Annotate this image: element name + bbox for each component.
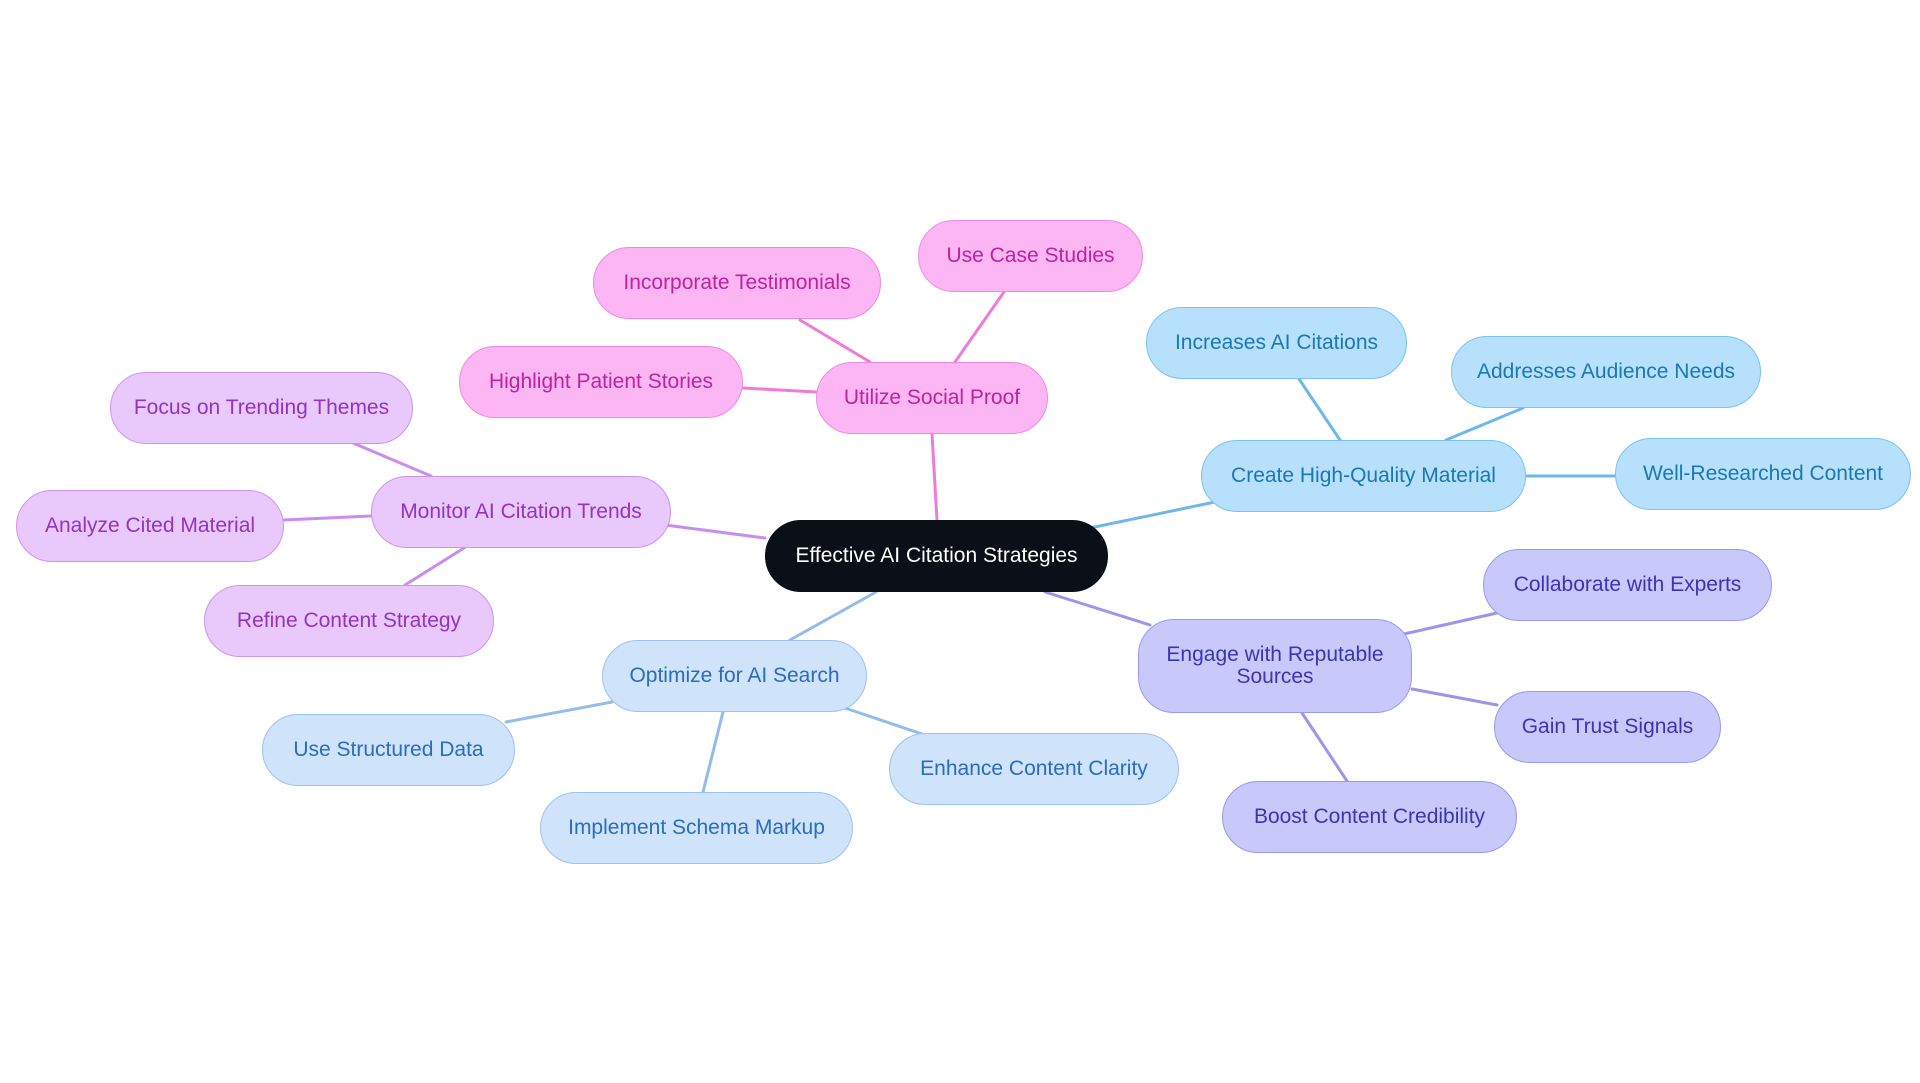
connector-social-to-social-1 <box>953 290 1006 364</box>
leaf-node-implement-schema-markup: Implement Schema Markup <box>540 792 853 864</box>
connector-quality-to-quality-1 <box>1444 406 1525 442</box>
leaf-node-incorporate-testimonials: Incorporate Testimonials <box>593 247 881 319</box>
root-node: Effective AI Citation Strategies <box>765 520 1108 592</box>
leaf-node-gain-trust-signals: Gain Trust Signals <box>1494 691 1721 763</box>
connector-trends-to-trends-2 <box>403 546 466 587</box>
connector-search-to-search-2 <box>840 705 924 736</box>
connector-social-to-social-0 <box>798 318 872 364</box>
connector-trends-to-trends-1 <box>282 514 373 522</box>
connector-search-to-search-1 <box>701 710 725 794</box>
connector-social-to-social-2 <box>741 386 818 394</box>
leaf-node-refine-content-strategy: Refine Content Strategy <box>204 585 494 657</box>
leaf-node-use-case-studies: Use Case Studies <box>918 220 1143 292</box>
leaf-node-boost-content-credibility: Boost Content Credibility <box>1222 781 1517 853</box>
connector-quality-to-quality-0 <box>1297 377 1342 442</box>
connector-root-to-sources <box>1043 590 1152 627</box>
connector-sources-to-sources-2 <box>1300 711 1349 783</box>
connector-search-to-search-0 <box>504 700 614 724</box>
connector-root-to-search <box>788 590 878 642</box>
leaf-node-use-structured-data: Use Structured Data <box>262 714 515 786</box>
connector-sources-to-sources-0 <box>1402 611 1499 636</box>
branch-node-optimize-ai-search: Optimize for AI Search <box>602 640 867 712</box>
connector-root-to-trends <box>663 523 767 540</box>
branch-node-engage-reputable-sources: Engage with Reputable Sources <box>1138 619 1412 713</box>
leaf-node-addresses-audience-needs: Addresses Audience Needs <box>1451 336 1761 408</box>
leaf-node-increases-ai-citations: Increases AI Citations <box>1146 307 1407 379</box>
leaf-node-focus-trending-themes: Focus on Trending Themes <box>110 372 413 444</box>
connector-root-to-social <box>930 432 939 522</box>
branch-node-high-quality-material: Create High-Quality Material <box>1201 440 1526 512</box>
branch-node-monitor-citation-trends: Monitor AI Citation Trends <box>371 476 671 548</box>
leaf-node-highlight-patient-stories: Highlight Patient Stories <box>459 346 743 418</box>
connector-root-to-quality <box>1088 500 1217 530</box>
leaf-node-enhance-content-clarity: Enhance Content Clarity <box>889 733 1179 805</box>
leaf-node-analyze-cited-material: Analyze Cited Material <box>16 490 284 562</box>
leaf-node-collaborate-with-experts: Collaborate with Experts <box>1483 549 1772 621</box>
connector-trends-to-trends-0 <box>351 441 433 478</box>
leaf-node-well-researched-content: Well-Researched Content <box>1615 438 1911 510</box>
branch-node-social-proof: Utilize Social Proof <box>816 362 1048 434</box>
connector-sources-to-sources-1 <box>1410 687 1499 707</box>
